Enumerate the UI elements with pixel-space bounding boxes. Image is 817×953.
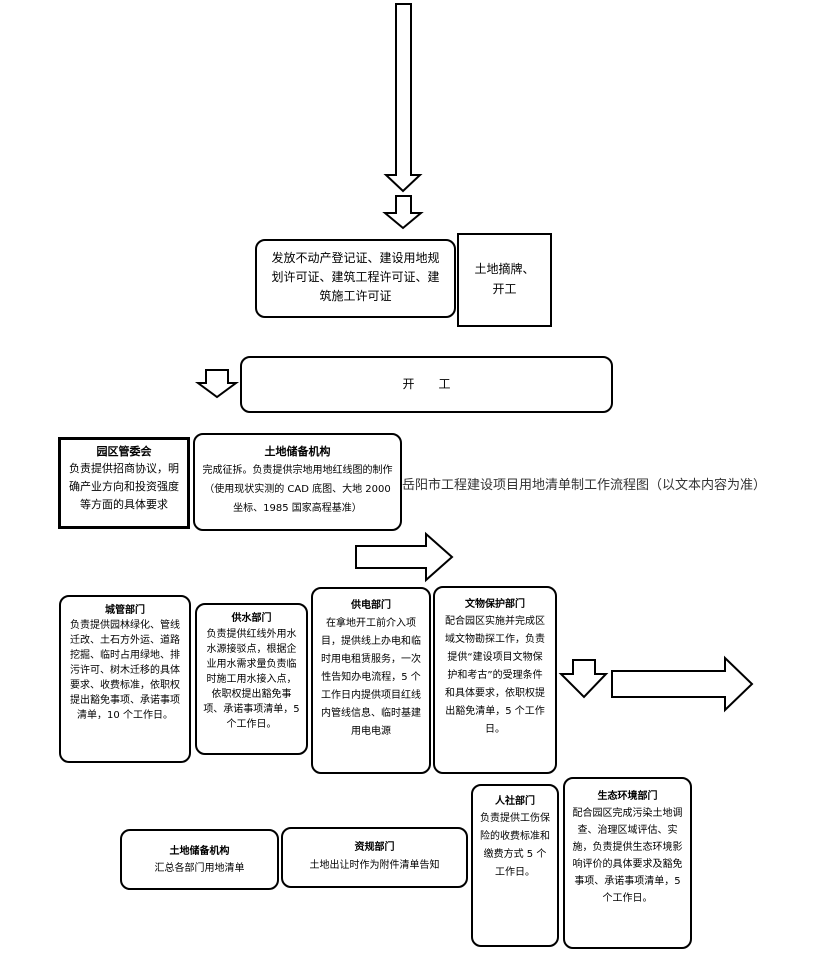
park-committee-box: 园区管委会 负责提供招商协议，明确产业方向和投资强度等方面的具体要求	[58, 437, 190, 529]
down-arrow-top-long	[383, 3, 423, 193]
power-supply-box: 供电部门 在拿地开工前介入项目，提供线上办电和临时用电租赁服务，一次性告知办电流…	[311, 587, 431, 774]
resources-planning-title: 资规部门	[354, 842, 395, 853]
land-reserve-bottom-box: 土地储备机构 汇总各部门用地清单	[120, 829, 279, 890]
land-reserve-top-title: 土地储备机构	[264, 445, 331, 458]
water-supply-body: 负责提供红线外用水水源接驳点，根据企业用水需求量负责临时施工用水接入点，依职权提…	[203, 629, 300, 730]
down-arrow-right	[558, 659, 609, 699]
land-reserve-top-body: 完成征拆。负责提供宗地用地红线图的制作（使用现状实测的 CAD 底图、大地 20…	[202, 465, 393, 514]
land-sign-box: 土地摘牌、开工	[457, 233, 552, 327]
power-supply-body: 在拿地开工前介入项目，提供线上办电和临时用电租赁服务，一次性告知办电流程，5 个…	[321, 618, 421, 737]
diagram-caption: 岳阳市工程建设项目用地清单制工作流程图（以文本内容为准）	[402, 478, 767, 493]
hr-social-box: 人社部门 负责提供工伤保险的收费标准和缴费方式 5 个工作日。	[471, 784, 559, 947]
power-supply-title: 供电部门	[351, 600, 391, 611]
urban-management-title: 城管部门	[105, 605, 145, 616]
ecology-environment-title: 生态环境部门	[597, 791, 658, 802]
certificates-box: 发放不动产登记证、建设用地规划许可证、建筑工程许可证、建筑施工许可证	[255, 239, 456, 318]
heritage-protection-title: 文物保护部门	[465, 599, 525, 610]
land-reserve-bottom-title: 土地储备机构	[169, 846, 230, 857]
park-committee-body: 负责提供招商协议，明确产业方向和投资强度等方面的具体要求	[69, 462, 179, 511]
urban-management-body: 负责提供园林绿化、管线迁改、土石方外运、道路挖掘、临时占用绿地、排污许可、树木迁…	[70, 620, 180, 721]
heritage-protection-body: 配合园区实施并完成区域文物勘探工作，负责提供“建设项目文物保护和考古”的受理条件…	[445, 616, 545, 735]
hr-social-title: 人社部门	[495, 796, 535, 807]
park-committee-title: 园区管委会	[96, 445, 152, 458]
land-reserve-top-box: 土地储备机构 完成征拆。负责提供宗地用地红线图的制作（使用现状实测的 CAD 底…	[193, 433, 402, 531]
water-supply-title: 供水部门	[231, 613, 272, 624]
resources-planning-box: 资规部门 土地出让时作为附件清单告知	[281, 827, 468, 888]
down-arrow-top-short	[382, 195, 424, 230]
down-arrow-to-start	[194, 369, 240, 399]
right-arrow-middle	[355, 531, 454, 583]
certificates-text: 发放不动产登记证、建设用地规划许可证、建筑工程许可证、建筑施工许可证	[271, 251, 440, 303]
right-arrow-far	[611, 655, 754, 713]
land-sign-text: 土地摘牌、开工	[474, 262, 535, 296]
heritage-protection-box: 文物保护部门 配合园区实施并完成区域文物勘探工作，负责提供“建设项目文物保护和考…	[433, 586, 557, 774]
start-work-box: 开 工	[240, 356, 613, 413]
ecology-environment-box: 生态环境部门 配合园区完成污染土地调查、治理区域评估、实施，负责提供生态环境影响…	[563, 777, 692, 949]
ecology-environment-body: 配合园区完成污染土地调查、治理区域评估、实施，负责提供生态环境影响评价的具体要求…	[572, 808, 683, 904]
resources-planning-body: 土地出让时作为附件清单告知	[309, 860, 440, 871]
start-work-text: 开 工	[402, 377, 451, 391]
land-reserve-bottom-body: 汇总各部门用地清单	[154, 863, 245, 874]
urban-management-box: 城管部门 负责提供园林绿化、管线迁改、土石方外运、道路挖掘、临时占用绿地、排污许…	[59, 595, 191, 763]
water-supply-box: 供水部门 负责提供红线外用水水源接驳点，根据企业用水需求量负责临时施工用水接入点…	[195, 603, 308, 755]
hr-social-body: 负责提供工伤保险的收费标准和缴费方式 5 个工作日。	[480, 813, 550, 878]
